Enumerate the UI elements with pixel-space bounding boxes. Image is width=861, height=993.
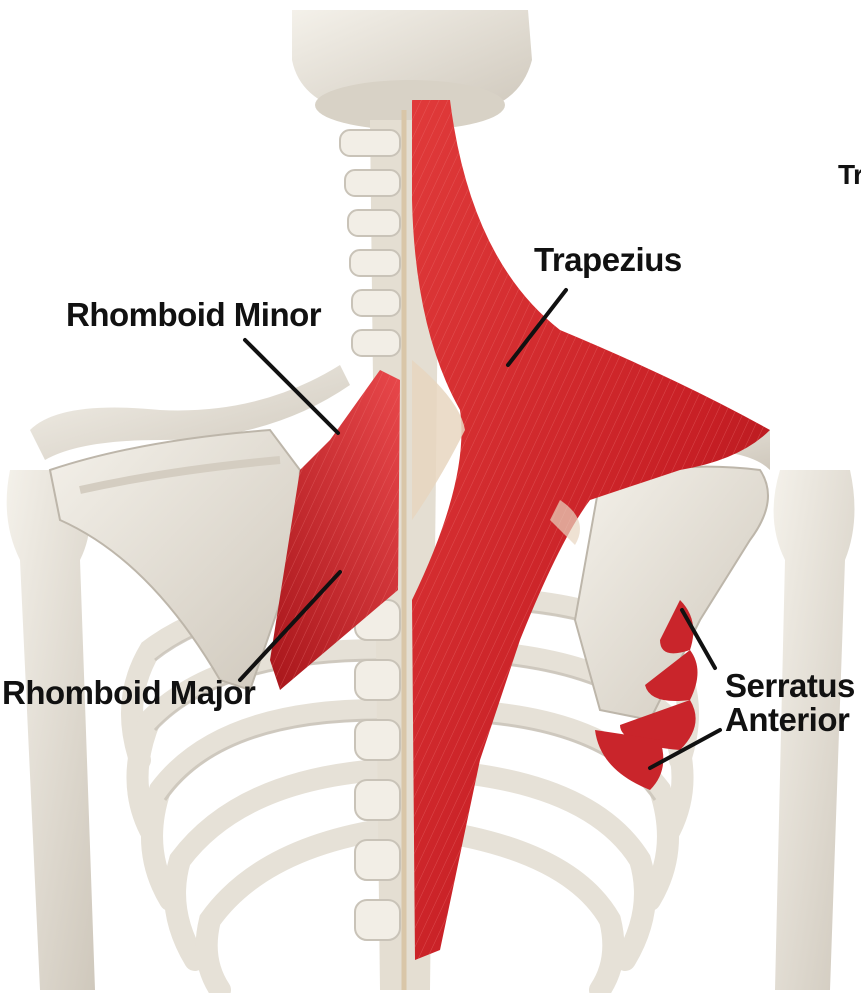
left-scapula xyxy=(50,430,300,690)
serratus-anterior-label: Serratus Anterior xyxy=(725,669,855,737)
rhomboid-major-label: Rhomboid Major xyxy=(2,676,255,710)
trapezius-label: Trapezius xyxy=(534,243,682,277)
rhomboid-minor-label: Rhomboid Minor xyxy=(66,298,321,332)
cut-off-label: Tr xyxy=(838,158,861,192)
serratus-label-line1: Serratus xyxy=(725,669,855,703)
serratus-label-line2: Anterior xyxy=(725,703,855,737)
